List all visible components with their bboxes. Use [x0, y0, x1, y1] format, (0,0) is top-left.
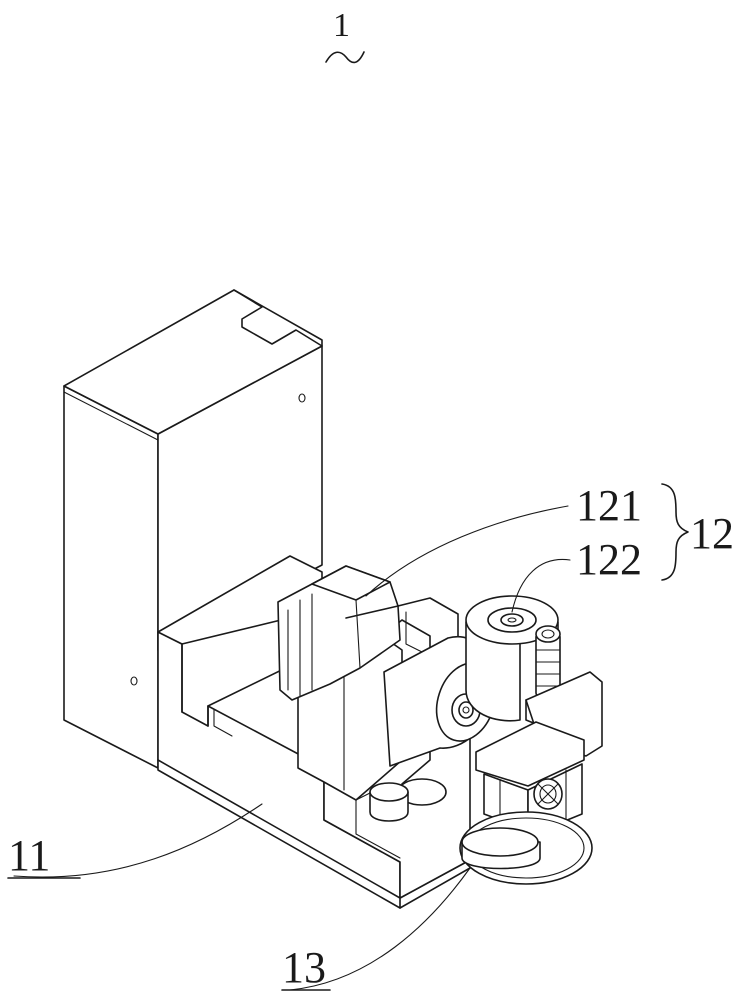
label-13: 13: [282, 943, 326, 992]
tall-back-housing: [63, 289, 323, 769]
label-11: 11: [8, 831, 50, 880]
right-bracket: [475, 671, 603, 837]
leader-122: [511, 558, 571, 613]
label-122: 122: [576, 535, 642, 584]
micrometer-knob: [535, 625, 561, 697]
leader-11: [13, 803, 263, 878]
label-121: 121: [576, 481, 642, 530]
stepper-motor: [277, 565, 459, 701]
post-and-hole: [369, 778, 447, 822]
leader-13: [289, 867, 471, 991]
round-base-plate: [459, 811, 593, 885]
label-12: 12: [690, 509, 734, 558]
group-brace: [661, 483, 689, 581]
upper-roller: [465, 595, 559, 722]
assembly-tilde: [325, 51, 365, 64]
leader-121: [365, 505, 569, 597]
label-assembly: 1: [333, 7, 350, 44]
